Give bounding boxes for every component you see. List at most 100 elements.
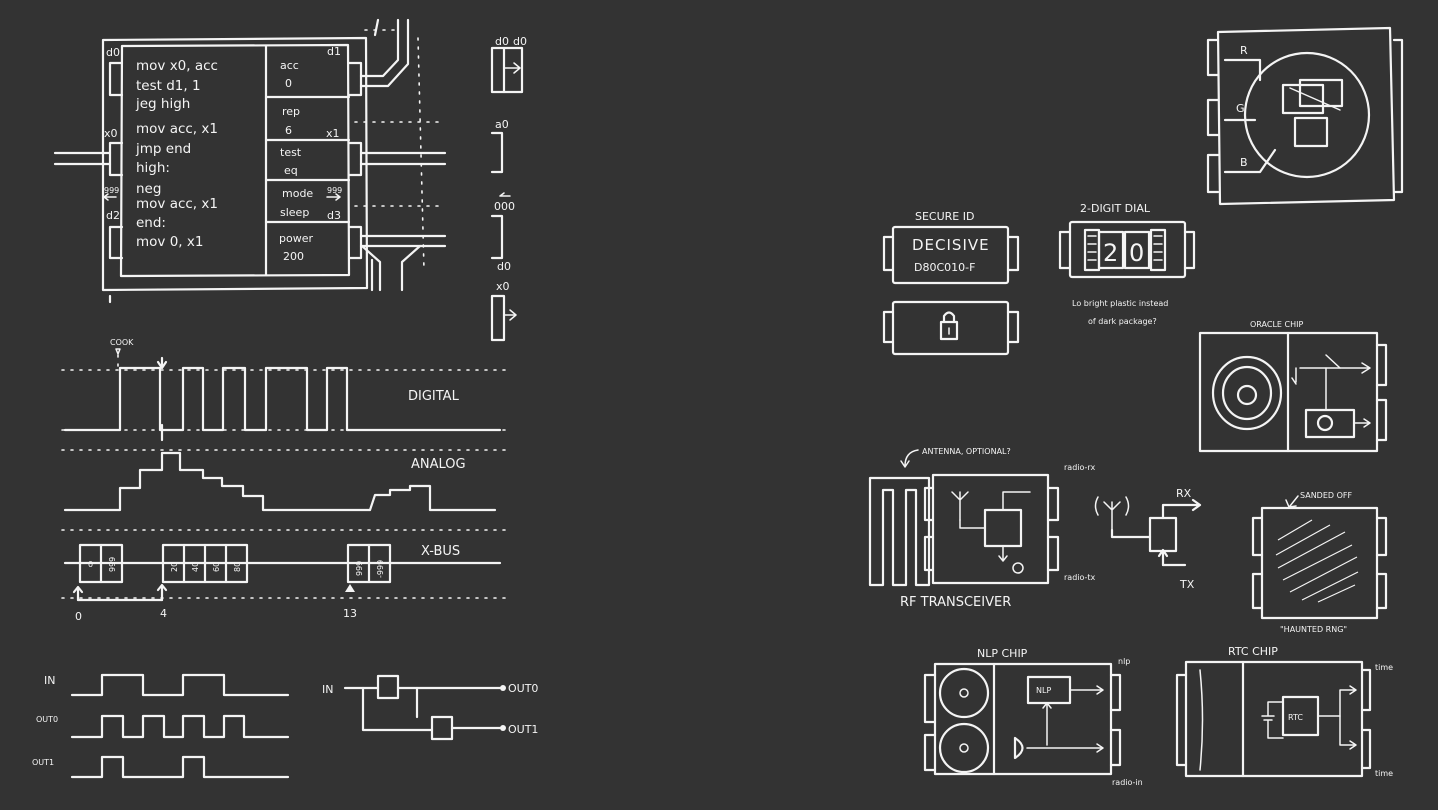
rtc-block-label: RTC: [1288, 713, 1303, 722]
xbus-label: X-BUS: [421, 544, 460, 559]
sanded-note: SANDED OFF: [1300, 491, 1353, 500]
antenna-icon: [952, 492, 968, 520]
register-mode-name: mode: [282, 187, 313, 200]
analog-waveform: [65, 453, 495, 510]
rf-rx-label: RX: [1176, 487, 1192, 500]
register-rep-name: rep: [282, 105, 300, 118]
port-x0: x0: [104, 127, 118, 140]
nlp-out-port: nlp: [1118, 657, 1130, 666]
battery-icon: [1262, 702, 1283, 738]
nlp-in-port: radio-in: [1112, 778, 1143, 787]
rf-tx-port: radio-tx: [1064, 573, 1096, 582]
haunted-rng-chip: SANDED OFF "HAUNTED RNG": [1253, 491, 1386, 634]
sanded-title: "HAUNTED RNG": [1280, 625, 1347, 634]
nlp-block-label: NLP: [1036, 686, 1051, 695]
tick-0: 0: [75, 610, 82, 623]
register-acc-value: 0: [285, 77, 292, 90]
wireless-icon: [1104, 502, 1120, 530]
dial-digit-2: 0: [1129, 239, 1144, 267]
xbus-packet-4: 40: [191, 562, 200, 572]
pin-strip: d0 d0 a0 000 d0 x0: [492, 35, 527, 340]
code-line-4: mov acc, x1: [136, 121, 218, 137]
splitter-out0-label: OUT0: [508, 682, 538, 695]
secure-id-title: SECURE ID: [915, 210, 974, 223]
pin-label-d0-a: d0: [495, 35, 509, 48]
port-x1: x1: [326, 127, 340, 140]
port-d1: d1: [327, 45, 341, 58]
led-r-label: R: [1240, 44, 1248, 57]
port-d3: d3: [327, 209, 341, 222]
digital-label: DIGITAL: [408, 389, 460, 404]
xbus-packet-1: 0: [88, 560, 93, 569]
register-test-value: eq: [284, 164, 298, 177]
xbus-packet-3: 20: [170, 562, 179, 572]
register-rep-value: 6: [285, 124, 292, 137]
register-acc-name: acc: [280, 59, 299, 72]
port-left-value: 999: [104, 186, 119, 195]
rtc-time-b: time: [1375, 769, 1393, 778]
tick-4: 4: [160, 607, 167, 620]
secure-id-name: DECISIVE: [912, 236, 990, 254]
xbus-packet-7: 999: [355, 561, 364, 576]
code-line-7: neg: [136, 181, 161, 197]
rtc-chip: RTC CHIP RTC time time: [1177, 645, 1393, 778]
digital-waveform: [65, 368, 500, 430]
nlp-chip: NLP CHIP NLP nlp radio-in: [925, 647, 1143, 787]
pin-label-d0-b: d0: [513, 35, 527, 48]
code-line-1: mov x0, acc: [136, 58, 218, 74]
dial-note-line-1: Lo bright plastic instead: [1072, 299, 1168, 308]
xbus-packet-6: 80: [233, 562, 242, 572]
code-line-6: high:: [136, 160, 170, 176]
rtc-title: RTC CHIP: [1228, 645, 1278, 658]
pin-value-000: 000: [494, 200, 515, 213]
xbus-packet-5: 60: [212, 562, 221, 572]
lock-icon: [941, 322, 957, 339]
splitter-out1-label: OUT1: [508, 723, 538, 736]
rgb-led-module: R G B: [1208, 28, 1402, 204]
led-b-label: B: [1240, 156, 1248, 169]
rf-title: RF TRANSCEIVER: [900, 595, 1011, 610]
timing-diagrams: COOK DIGITAL ANALOG 0 999 20 40 60 80 99…: [62, 338, 505, 623]
rf-transceiver: ANTENNA, OPTIONAL? radio-rx radio-tx RF …: [870, 447, 1200, 610]
port-d0: d0: [106, 46, 120, 59]
dial-digit-1: 2: [1103, 239, 1118, 267]
oracle-title: ORACLE CHIP: [1250, 320, 1303, 329]
signal-out1-label: OUT1: [32, 758, 54, 767]
code-line-9: end:: [136, 215, 166, 231]
analog-label: ANALOG: [411, 457, 466, 472]
rf-rx-port: radio-rx: [1064, 463, 1095, 472]
signal-out0-label: OUT0: [36, 715, 58, 724]
pin-label-x0: x0: [496, 280, 510, 293]
register-power-value: 200: [283, 250, 304, 263]
cursor-label: COOK: [110, 338, 134, 347]
secure-id-serial: D80C010-F: [914, 261, 975, 274]
nlp-title: NLP CHIP: [977, 647, 1028, 660]
pin-label-a0: a0: [495, 118, 509, 131]
code-line-3: jeg high: [135, 96, 190, 112]
code-line-2: test d1, 1: [136, 78, 201, 94]
splitter-in-label: IN: [322, 683, 333, 696]
code-line-5: jmp end: [135, 141, 191, 157]
signal-in-label: IN: [44, 674, 55, 687]
register-test-name: test: [280, 146, 302, 159]
oracle-chip: ORACLE CHIP: [1200, 320, 1386, 451]
code-line-10: mov 0, x1: [136, 234, 203, 250]
register-power-name: power: [279, 232, 313, 245]
xbus-packet-8: -999: [376, 560, 385, 578]
code-line-8: mov acc, x1: [136, 196, 218, 212]
dial-title: 2-DIGIT DIAL: [1080, 202, 1151, 215]
microcontroller-diagram: d0 d1 x0 x1 999 999 d2 d3 mov x0, acc te…: [55, 20, 445, 302]
pin-label-d0-c: d0: [497, 260, 511, 273]
port-d2: d2: [106, 209, 120, 222]
tick-13: 13: [343, 607, 357, 620]
secure-id-module: SECURE ID DECISIVE D80C010-F: [884, 210, 1018, 354]
rf-antenna-note: ANTENNA, OPTIONAL?: [922, 447, 1011, 456]
xbus-packet-2: 999: [108, 557, 117, 572]
port-right-value: 999: [327, 186, 342, 195]
dial-module: 2-DIGIT DIAL 2 0 Lo bright plastic inste…: [1060, 202, 1194, 326]
splitter-diagram: IN OUT0 OUT1 IN OUT0 OUT1: [32, 674, 538, 777]
dial-note-line-2: of dark package?: [1088, 317, 1157, 326]
led-g-label: G: [1236, 102, 1245, 115]
rf-tx-label: TX: [1179, 578, 1195, 591]
